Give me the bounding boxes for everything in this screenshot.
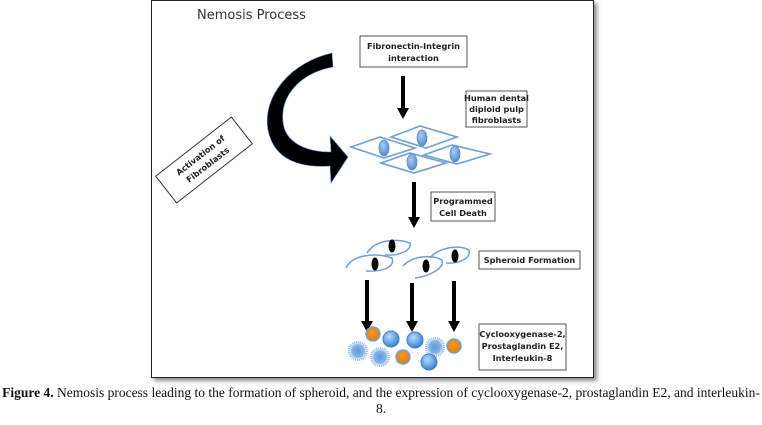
box-markers-line-3: Interleukin-8 bbox=[493, 353, 553, 363]
spheroid-cell bbox=[366, 239, 411, 256]
fibroblast-cell bbox=[421, 144, 494, 165]
box-markers-line-2: Prostaglandin E2, bbox=[482, 341, 564, 351]
box-fibronectin-line-1: Fibronectin-Integrin bbox=[367, 41, 460, 51]
arrow-down-3c bbox=[448, 281, 460, 332]
box-inflammatory-markers: Cyclooxygenase-2, Prostaglandin E2, Inte… bbox=[478, 323, 567, 371]
box-pulp-fibroblasts: Human dental diploid pulp fibroblasts bbox=[464, 90, 529, 128]
caption-text: Nemosis process leading to the formation… bbox=[53, 385, 760, 416]
secreted-particles bbox=[348, 326, 462, 371]
orange-particle bbox=[365, 326, 381, 342]
box-cell-death-line-1: Programmed bbox=[433, 196, 493, 206]
fuzzy-particle bbox=[370, 347, 390, 367]
blue-particle bbox=[420, 353, 438, 371]
diagram-title: Nemosis Process bbox=[197, 8, 306, 23]
fibroblast-cells bbox=[348, 125, 494, 174]
spheroid-cell bbox=[402, 255, 444, 279]
orange-particle bbox=[446, 338, 462, 354]
fibroblast-cell bbox=[348, 136, 418, 159]
arrow-down-3b bbox=[406, 283, 418, 332]
box-programmed-cell-death: Programmed Cell Death bbox=[430, 191, 496, 222]
spheroid-cell bbox=[345, 254, 394, 272]
figure-caption: Figure 4. Nemosis process leading to the… bbox=[0, 385, 762, 417]
fibroblast-cell bbox=[388, 125, 460, 149]
box-cell-death-line-2: Cell Death bbox=[439, 208, 487, 218]
box-spheroid-formation: Spheroid Formation bbox=[478, 250, 581, 270]
box-activation-fibroblasts: Activation of Fibroblasts bbox=[155, 116, 253, 204]
box-markers-line-1: Cyclooxygenase-2, bbox=[479, 329, 565, 339]
spheroid-cell bbox=[429, 246, 470, 264]
box-fibronectin-integrin: Fibronectin-Integrin interaction bbox=[359, 35, 468, 68]
fibroblast-cell bbox=[378, 152, 449, 174]
box-pulp-line-3: fibroblasts bbox=[472, 115, 522, 125]
arrow-down-2 bbox=[408, 182, 420, 228]
curved-arrow bbox=[266, 52, 349, 184]
arrow-down-3a bbox=[361, 280, 373, 332]
box-pulp-line-2: diploid pulp bbox=[469, 104, 524, 114]
box-spheroid-label: Spheroid Formation bbox=[484, 255, 576, 265]
blue-particle bbox=[382, 330, 400, 348]
caption-label: Figure 4. bbox=[2, 385, 54, 400]
arrow-down-1 bbox=[397, 76, 409, 119]
orange-particle bbox=[395, 349, 411, 365]
box-fibronectin-line-2: interaction bbox=[388, 53, 439, 63]
blue-particle bbox=[406, 331, 424, 349]
fuzzy-particle bbox=[348, 341, 368, 361]
box-pulp-line-1: Human dental bbox=[464, 93, 529, 103]
spheroid-cells bbox=[345, 239, 470, 279]
fuzzy-particle bbox=[425, 337, 445, 357]
